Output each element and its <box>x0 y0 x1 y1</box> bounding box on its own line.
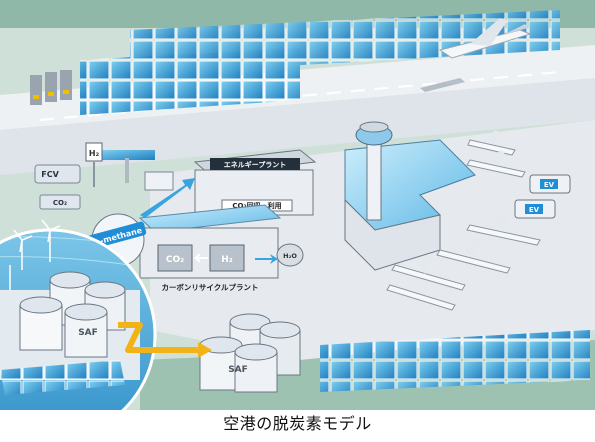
solar-field-left <box>80 48 300 115</box>
arrow-to-energy-plant <box>140 178 195 218</box>
battery-units <box>30 70 72 105</box>
saf-flow-arrowhead <box>198 342 212 358</box>
fcv-label: FCV <box>41 170 59 179</box>
h2-tank-label: H₂ <box>221 255 233 265</box>
saf-flow-arrow <box>118 322 200 353</box>
h2-tank-box <box>209 244 245 272</box>
h2-station-pole <box>125 158 129 183</box>
co2-tank-label: CO₂ <box>166 255 184 265</box>
parked-airplane-4 <box>436 238 511 274</box>
co2-tank-box <box>157 244 193 272</box>
co2-truck-label: CO₂ <box>53 199 67 207</box>
saf-label-inset: SAF <box>78 328 98 338</box>
saf-tank-group-bottom <box>199 313 301 393</box>
wind-turbines <box>9 219 61 290</box>
e-methane-band <box>87 221 147 249</box>
arrow-h2-to-co2 <box>193 253 208 263</box>
control-tower-shaft <box>366 139 382 221</box>
parked-airplane-3 <box>466 212 541 246</box>
figure-caption: 空港の脱炭素モデル <box>223 414 372 433</box>
h2o-label: H₂O <box>283 252 297 260</box>
solar-field-bottom <box>320 330 590 392</box>
control-tower-top <box>359 121 389 133</box>
ev-label-2: EV <box>529 206 540 214</box>
energy-plant-sign <box>210 158 300 170</box>
h2-sign-label: H₂ <box>89 149 100 158</box>
co2-truck <box>39 194 81 210</box>
inset-circle <box>0 228 157 442</box>
energy-plant-label: エネルギープラント <box>224 160 287 169</box>
runway-marking <box>39 71 561 121</box>
h2-sign-post <box>93 162 95 187</box>
parked-airplane-6 <box>386 284 456 311</box>
h2o-tank <box>276 243 304 267</box>
recycle-plant-roof <box>138 204 282 233</box>
airplane-shadow <box>420 78 465 92</box>
truck <box>144 171 174 191</box>
ev-badge-1 <box>540 179 558 189</box>
h2-sign <box>85 142 103 162</box>
fcv-bus <box>34 164 81 184</box>
h2-station-roof <box>100 150 155 160</box>
airplane-takeoff <box>438 18 532 59</box>
saf-label-bottom: SAF <box>228 365 248 375</box>
ev-label-1: EV <box>544 181 555 189</box>
carbon-recycle-plant-label: カーボンリサイクルプラント <box>161 282 258 292</box>
parked-airplane-1 <box>467 130 516 156</box>
parked-airplane-2 <box>466 150 526 178</box>
ev-badge-2 <box>525 204 543 214</box>
parked-airplane-5 <box>391 254 466 291</box>
arrow-to-h2o <box>255 254 278 264</box>
